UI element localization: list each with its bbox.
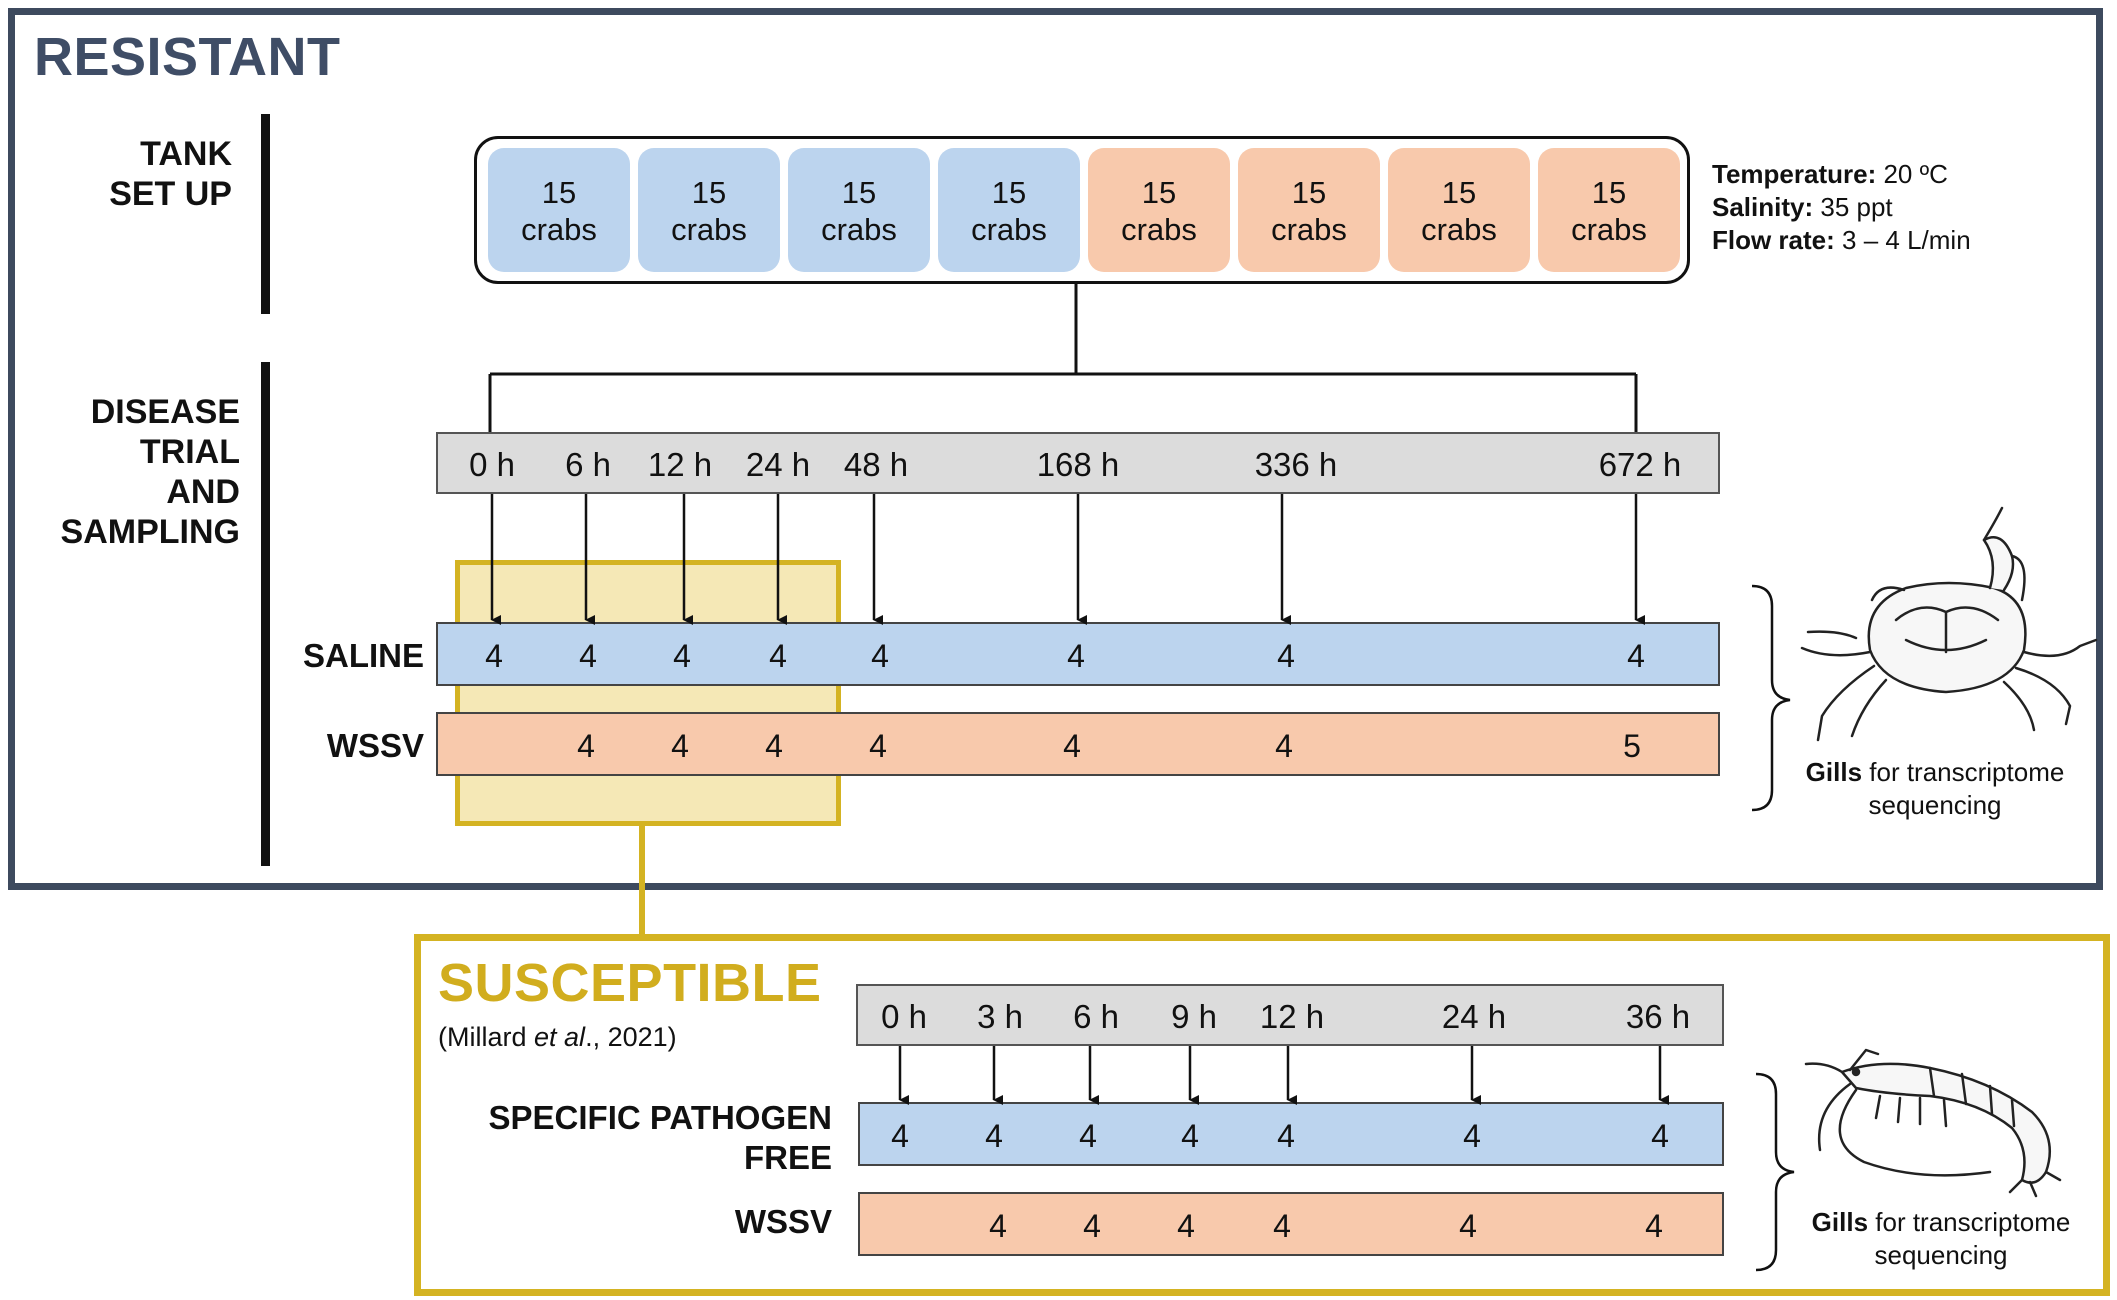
resistant-gills-caption: Gills for transcriptome sequencing xyxy=(1805,757,2065,820)
tank-connector xyxy=(488,284,1638,432)
wssv-count-672h: 5 xyxy=(1623,728,1641,764)
sus-wssv-count-3h: 4 xyxy=(989,1208,1007,1244)
res-time-672h: 672 h xyxy=(1598,446,1682,483)
res-time-168h: 168 h xyxy=(1036,446,1120,483)
susceptible-brace xyxy=(1755,1072,1795,1272)
sus-time-9h: 9 h xyxy=(1171,998,1217,1035)
sus-wssv-count-6h: 4 xyxy=(1083,1208,1101,1244)
sus-wssv-count-12h: 4 xyxy=(1273,1208,1291,1244)
wssv-count-6h: 4 xyxy=(577,728,595,764)
spf-count-24h: 4 xyxy=(1463,1118,1481,1154)
saline-count-672h: 4 xyxy=(1627,638,1645,674)
tank-section-bar xyxy=(261,114,270,314)
wssv-row xyxy=(436,712,1720,776)
citation: (Millard et al., 2021) xyxy=(438,1022,677,1052)
crab-icon xyxy=(1800,506,2098,742)
wssv-count-336h: 4 xyxy=(1275,728,1293,764)
res-time-12h: 12 h xyxy=(647,446,713,483)
saline-row-label: SALINE xyxy=(302,637,424,674)
spf-count-3h: 4 xyxy=(985,1118,1003,1154)
sus-time-24h: 24 h xyxy=(1441,998,1507,1035)
trial-section-bar xyxy=(261,362,270,866)
sus-wssv-row xyxy=(858,1192,1724,1256)
sus-time-3h: 3 h xyxy=(977,998,1023,1035)
res-time-24h: 24 h xyxy=(745,446,811,483)
resistant-brace xyxy=(1751,584,1791,812)
susceptible-highlight-box xyxy=(455,560,841,826)
res-time-336h: 336 h xyxy=(1254,446,1338,483)
susceptible-timeline-bar xyxy=(856,984,1724,1046)
sus-time-0h: 0 h xyxy=(881,998,927,1035)
saline-count-0h: 4 xyxy=(485,638,503,674)
wssv-count-48h: 4 xyxy=(869,728,887,764)
flow-rate-param: Flow rate: 3 – 4 L/min xyxy=(1712,225,1971,255)
res-time-0h: 0 h xyxy=(469,446,515,483)
resistant-panel xyxy=(8,8,2103,890)
susceptible-gills-caption: Gills for transcriptome sequencing xyxy=(1811,1207,2071,1270)
sus-time-12h: 12 h xyxy=(1259,998,1325,1035)
sus-time-6h: 6 h xyxy=(1073,998,1119,1035)
saline-count-48h: 4 xyxy=(871,638,889,674)
spf-count-9h: 4 xyxy=(1181,1118,1199,1154)
susceptible-panel xyxy=(414,934,2110,1296)
spf-count-6h: 4 xyxy=(1079,1118,1097,1154)
resistant-title: RESISTANT xyxy=(34,27,341,87)
spf-count-0h: 4 xyxy=(891,1118,909,1154)
saline-count-336h: 4 xyxy=(1277,638,1295,674)
res-time-6h: 6 h xyxy=(565,446,611,483)
spf-count-12h: 4 xyxy=(1277,1118,1295,1154)
sus-wssv-count-9h: 4 xyxy=(1177,1208,1195,1244)
saline-count-168h: 4 xyxy=(1067,638,1085,674)
wssv-count-12h: 4 xyxy=(671,728,689,764)
saline-count-24h: 4 xyxy=(769,638,787,674)
spf-count-36h: 4 xyxy=(1651,1118,1669,1154)
shrimp-icon xyxy=(1804,1048,2062,1198)
saline-count-12h: 4 xyxy=(673,638,691,674)
wssv-count-24h: 4 xyxy=(765,728,783,764)
res-time-48h: 48 h xyxy=(843,446,909,483)
wssv-count-168h: 4 xyxy=(1063,728,1081,764)
susceptible-arrows xyxy=(898,1046,1669,1105)
disease-trial-label: DISEASE TRIAL AND SAMPLING xyxy=(60,393,240,551)
resistant-arrows xyxy=(490,494,1645,625)
temperature-param: Temperature: 20 ºC xyxy=(1712,159,1948,189)
sus-wssv-count-24h: 4 xyxy=(1459,1208,1477,1244)
sus-wssv-row-label: WSSV xyxy=(734,1203,832,1240)
spf-row-label: SPECIFIC PATHOGEN FREE xyxy=(488,1099,832,1176)
sus-time-36h: 36 h xyxy=(1625,998,1691,1035)
saline-count-6h: 4 xyxy=(579,638,597,674)
wssv-row-label: WSSV xyxy=(326,727,424,764)
spf-row xyxy=(858,1102,1724,1166)
tank-parameters: Temperature: 20 ºC Salinity: 35 ppt Flow… xyxy=(1712,158,1971,257)
sus-wssv-count-36h: 4 xyxy=(1645,1208,1663,1244)
tank-setup-label: TANK SET UP xyxy=(109,135,232,213)
susceptible-title: SUSCEPTIBLE xyxy=(438,953,822,1013)
salinity-param: Salinity: 35 ppt xyxy=(1712,192,1893,222)
resistant-timeline-bar xyxy=(436,432,1720,494)
